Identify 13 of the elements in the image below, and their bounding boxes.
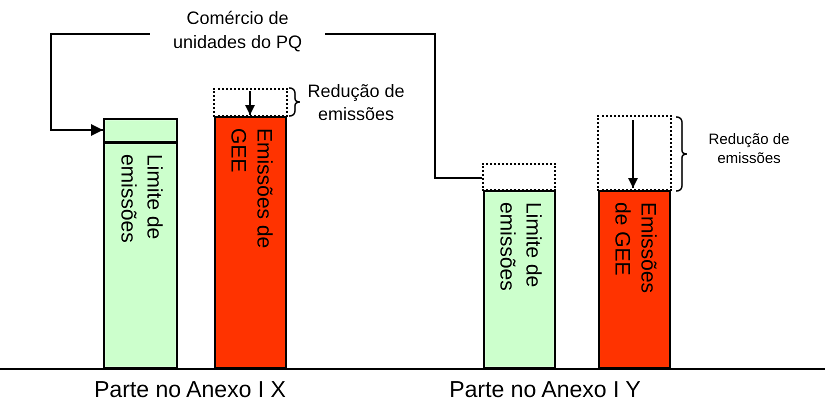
callout-text: Redução de emissões (306, 80, 406, 126)
emissions-bar (214, 116, 287, 369)
bar-label: Limite de emissões (494, 202, 546, 293)
emissions-bar (598, 190, 671, 369)
emission-cap-bar (103, 142, 178, 369)
bar-label: Limite de emissões (116, 154, 166, 245)
group-caption: Parte no Anexo I Y (448, 375, 642, 404)
bar-label: Emissões de GEE (610, 202, 660, 296)
group-caption: Parte no Anexo I X (93, 375, 287, 404)
bar-label: Emissões de GEE (226, 128, 276, 250)
emission-cap-bar (483, 190, 556, 369)
callout-text: Redução de emissões (708, 130, 790, 168)
emission-cap-segment (103, 118, 178, 143)
